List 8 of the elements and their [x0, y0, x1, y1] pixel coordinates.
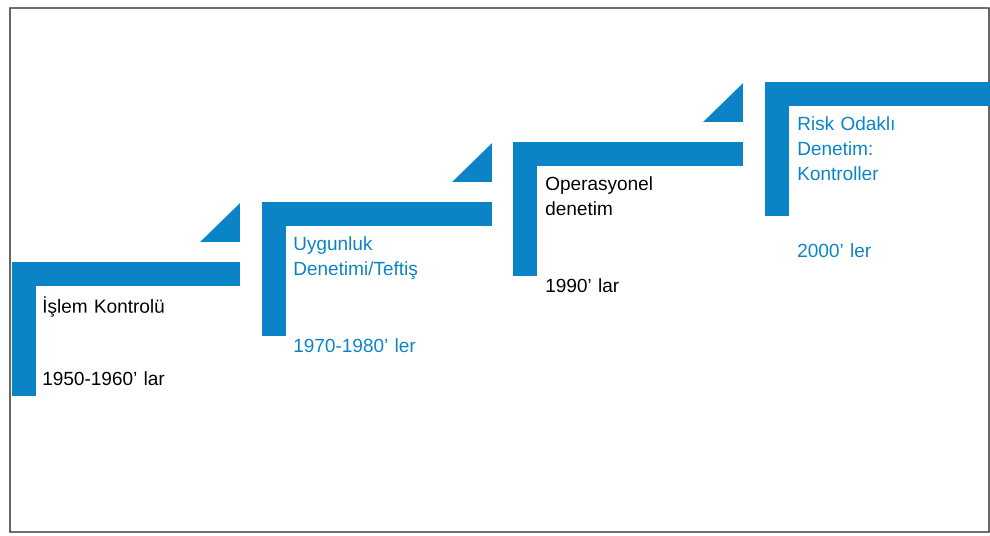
period-label: 1950-1960’ lar — [44, 371, 164, 386]
step-title: Risk Odaklı Denetim: Kontroller — [798, 116, 894, 180]
period-label: 2000’ ler — [798, 243, 871, 258]
step-title: Uygunluk Denetimi/Teftiş — [294, 236, 418, 279]
step-title: Operasyonel denetim — [546, 176, 652, 216]
period-label: 1970-1980’ ler — [294, 338, 416, 352]
step-title: İşlem Kontrolü — [44, 296, 164, 317]
period-label: 1990’ lar — [546, 278, 619, 292]
